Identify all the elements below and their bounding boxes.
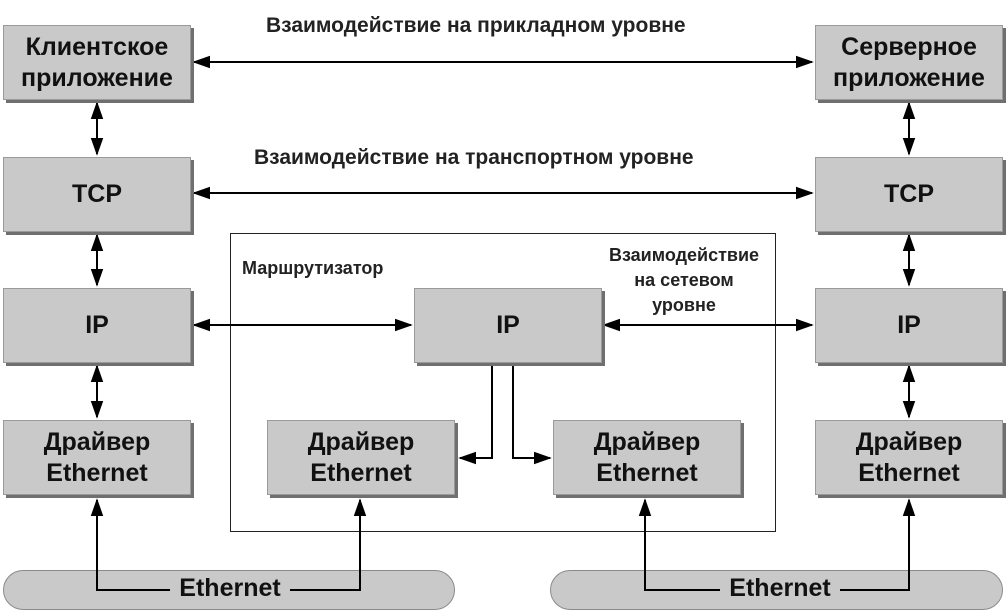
server-ip-box: IP (815, 288, 1003, 363)
client-app-line1: Клиентское (25, 32, 169, 61)
app-level-interaction-label: Взаимодействие на прикладном уровне (266, 14, 686, 37)
server-ethernet-driver-box: Драйвер Ethernet (815, 420, 1003, 495)
router-ip-label: IP (496, 311, 520, 339)
client-ip-label: IP (85, 311, 109, 339)
router-label: Маршрутизатор (242, 258, 384, 278)
client-tcp-box: TCP (3, 157, 191, 232)
server-app-line2: приложение (833, 63, 985, 92)
server-ip-label: IP (897, 311, 921, 339)
client-driver-line2: Ethernet (46, 458, 148, 487)
client-application-box: Клиентское приложение (3, 25, 191, 100)
router-frame (230, 233, 776, 532)
right-net-server-driver-link (840, 498, 916, 591)
server-driver-line2: Ethernet (858, 458, 960, 487)
ethernet-network-left (3, 570, 455, 610)
router-left-driver-line1: Драйвер (307, 427, 415, 456)
left-net-router-driver-link (290, 498, 367, 591)
transport-level-interaction-label: Взаимодействие на транспортном уровне (254, 146, 694, 169)
client-tcp-label: TCP (72, 180, 122, 208)
client-ethernet-driver-box: Драйвер Ethernet (3, 420, 191, 495)
network-level-interaction-label: Взаимодействие на сетевом уровне (594, 243, 774, 318)
client-app-line2: приложение (21, 63, 173, 92)
network-level-interaction-line2: на сетевом (634, 270, 734, 290)
left-net-client-driver-link (90, 498, 170, 591)
router-right-ethernet-driver-box: Драйвер Ethernet (553, 420, 741, 495)
router-left-ethernet-driver-box: Драйвер Ethernet (267, 420, 455, 495)
client-driver-line1: Драйвер (43, 427, 151, 456)
router-left-driver-line2: Ethernet (310, 458, 412, 487)
server-app-line1: Серверное (841, 32, 977, 61)
router-right-driver-line1: Драйвер (593, 427, 701, 456)
ethernet-network-right (550, 570, 1003, 610)
router-ip-to-right-driver (512, 365, 552, 465)
router-ip-to-left-driver (458, 365, 493, 465)
ethernet-right-label: Ethernet (729, 574, 831, 602)
network-level-interaction-line3: уровне (652, 295, 716, 315)
router-ip-box: IP (414, 288, 602, 363)
ethernet-left-label: Ethernet (179, 574, 281, 602)
right-net-router-driver-link (638, 498, 720, 591)
server-tcp-box: TCP (815, 157, 1003, 232)
router-right-driver-line2: Ethernet (596, 458, 698, 487)
client-ip-box: IP (3, 288, 191, 363)
server-application-box: Серверное приложение (815, 25, 1003, 100)
server-driver-line1: Драйвер (855, 427, 963, 456)
server-tcp-label: TCP (884, 180, 934, 208)
network-level-interaction-line1: Взаимодействие (608, 245, 760, 265)
